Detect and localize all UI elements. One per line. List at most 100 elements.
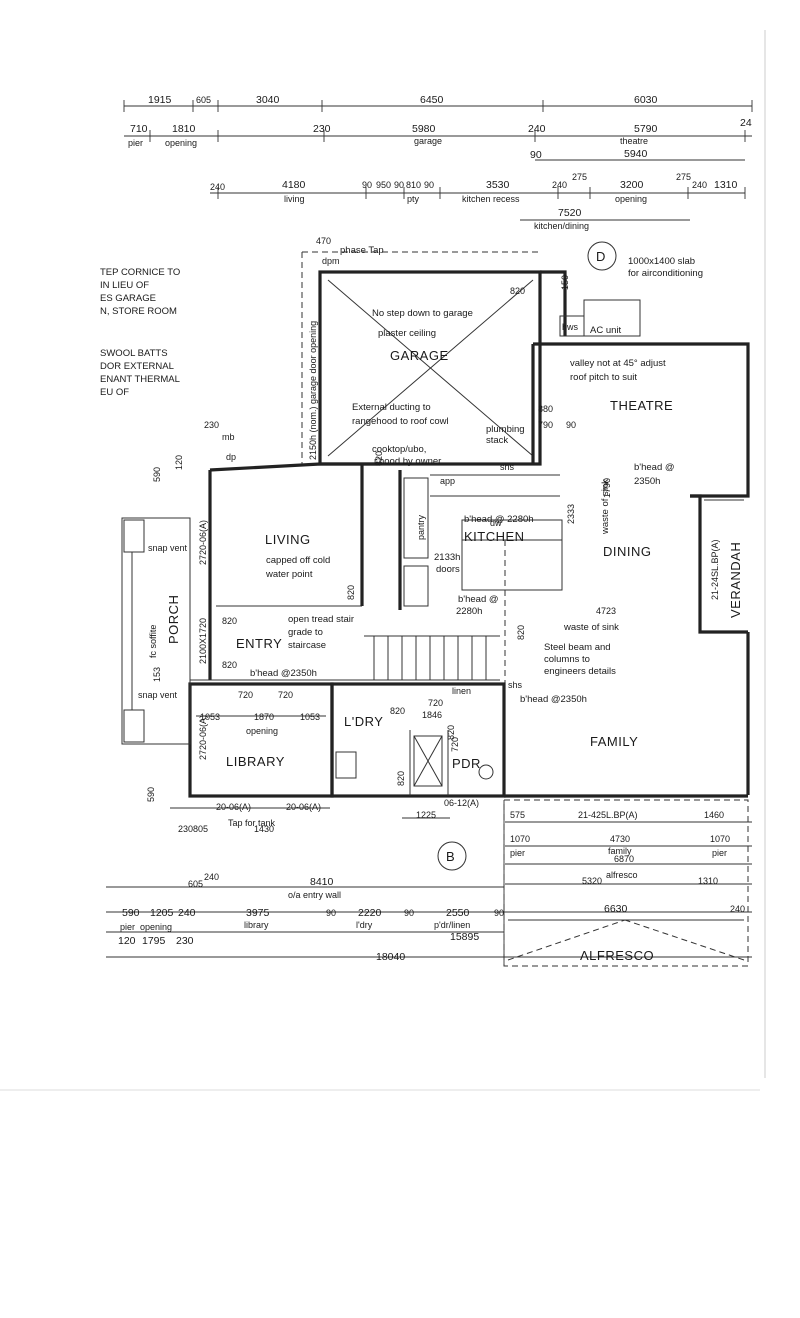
window-library-a: 20-06(A) — [216, 802, 251, 812]
label-bot-ldry: l'dry — [356, 920, 373, 930]
dim-top-24: 24 — [740, 117, 752, 129]
dim-right-pier-b: pier — [712, 848, 727, 858]
dim-720-c: 720 — [428, 698, 443, 708]
dim-720-a: 720 — [238, 690, 253, 700]
window-porch-top: 2720-06(A) — [198, 520, 208, 565]
dim-bot-90a: 90 — [326, 908, 336, 918]
dim-820-garage: 820 — [510, 286, 525, 296]
dim-bot-240c: 240 — [730, 904, 745, 914]
note-snap-vent-2: snap vent — [138, 690, 178, 700]
left-note-7: DOR EXTERNAL — [100, 361, 174, 372]
note-valley-1: valley not at 45° adjust — [570, 358, 666, 369]
label-kitchen-recess: kitchen recess — [462, 194, 520, 204]
label-opening: opening — [165, 138, 197, 148]
dim-590-top: 590 — [152, 467, 162, 482]
dim-bot-15895: 15895 — [450, 931, 479, 943]
dim-top-240: 240 — [528, 123, 546, 135]
dim-bot-240b: 240 — [178, 907, 196, 919]
dim-top-1310: 1310 — [714, 179, 738, 191]
dim-top-3040: 3040 — [256, 94, 280, 106]
dim-top-3200: 3200 — [620, 179, 644, 191]
dim-2333: 2333 — [566, 504, 576, 524]
room-garage: GARAGE — [390, 348, 449, 363]
dim-bot-3975: 3975 — [246, 907, 270, 919]
label-oa-entry-wall: o/a entry wall — [288, 890, 341, 900]
note-dpm: dpm — [322, 256, 340, 266]
dim-top-90d: 90 — [424, 180, 434, 190]
note-pantry: pantry — [416, 514, 426, 540]
note-snap-vent: snap vent — [148, 543, 188, 553]
note-bhead-2280-c: 2280h — [456, 606, 482, 617]
dim-right-5320: 5320 — [582, 876, 602, 886]
dim-230805: 230805 — [178, 824, 208, 834]
note-doors-1: 2133h — [434, 552, 460, 563]
dim-right-family: family — [608, 846, 632, 856]
note-dp: dp — [226, 452, 236, 462]
note-bhead-family: b'head @2350h — [520, 694, 587, 705]
dim-top-5940: 5940 — [624, 148, 648, 160]
dim-right-alfresco: alfresco — [606, 870, 638, 880]
dim-top-4180: 4180 — [282, 179, 306, 191]
dim-top-275b: 275 — [676, 172, 691, 182]
note-bhead-2280-b: b'head @ — [458, 594, 499, 605]
room-entry: ENTRY — [236, 636, 282, 651]
note-cooktop-1: cooktop/ubo, — [372, 444, 426, 455]
left-note-8: ENANT THERMAL — [100, 374, 180, 385]
dim-bot-590: 590 — [122, 907, 140, 919]
dim-top-6450: 6450 — [420, 94, 444, 106]
note-doors-2: doors — [436, 564, 460, 575]
room-living: LIVING — [265, 532, 311, 547]
label-pier: pier — [128, 138, 143, 148]
room-powder: PDR — [452, 756, 481, 771]
dim-820-kitchen: 820 — [374, 451, 384, 466]
left-notes: TEP CORNICE TO IN LIEU OF ES GARAGE N, S… — [100, 267, 180, 398]
left-note-9: EU OF — [100, 387, 129, 398]
room-labels: GARAGE THEATRE LIVING KITCHEN DINING ENT… — [166, 348, 743, 963]
dim-1053-b: 1053 — [300, 712, 320, 722]
dim-right-1070a: 1070 — [510, 834, 530, 844]
dim-top-240d: 240 — [692, 180, 707, 190]
note-linen: linen — [452, 686, 471, 696]
dim-top-6030: 6030 — [634, 94, 658, 106]
label-garage: garage — [414, 136, 442, 146]
label-bot-opening: opening — [140, 922, 172, 932]
note-bhead-2280-a: b'head @ 2280h — [464, 514, 534, 525]
dim-top-240c: 240 — [552, 180, 567, 190]
dim-880: 880 — [538, 404, 553, 414]
dim-top-5790: 5790 — [634, 123, 658, 135]
window-codes: 2720-06(A) 2720-06(A) 2100X1720 20-06(A)… — [198, 520, 720, 812]
dim-720-d: 720 — [450, 737, 460, 752]
dim-top-275a: 275 — [572, 172, 587, 182]
dim-top-7520: 7520 — [558, 207, 582, 219]
bottom-dimensions: 605 240 8410 o/a entry wall 590 1205 240… — [118, 810, 745, 963]
label-bot-pdr-linen: p'dr/linen — [434, 920, 470, 930]
window-verandah: 21-24SL.BP(A) — [710, 539, 720, 600]
label-opening-top: opening — [615, 194, 647, 204]
dim-bot-2550: 2550 — [446, 907, 470, 919]
dim-bot-605: 605 — [188, 879, 203, 889]
window-pdr: 06-12(A) — [444, 798, 479, 808]
room-dining: DINING — [603, 544, 652, 559]
dim-790: 790 — [538, 420, 553, 430]
dim-bot-90c: 90 — [494, 908, 504, 918]
left-note-6: SWOOL BATTS — [100, 348, 168, 359]
dim-right-575: 575 — [510, 810, 525, 820]
dim-720-b: 720 — [278, 690, 293, 700]
note-stair-2: grade to — [288, 627, 323, 638]
label-kitchen-dining: kitchen/dining — [534, 221, 589, 231]
label-bot-library: library — [244, 920, 269, 930]
note-capped-2: water point — [265, 569, 313, 580]
staircase — [373, 636, 487, 680]
grid-marker-b: B — [446, 849, 455, 864]
room-theatre: THEATRE — [610, 398, 673, 413]
window-entry: 2100X1720 — [198, 618, 208, 664]
dim-1870: 1870 — [254, 712, 274, 722]
dim-top-230: 230 — [313, 123, 331, 135]
note-ducting-1: External ducting to — [352, 402, 431, 413]
label-living: living — [284, 194, 305, 204]
note-shs: shs — [500, 462, 515, 472]
dim-top-710: 710 — [130, 123, 148, 135]
dim-820-living: 820 — [346, 585, 356, 600]
dim-470: 470 — [316, 236, 331, 246]
